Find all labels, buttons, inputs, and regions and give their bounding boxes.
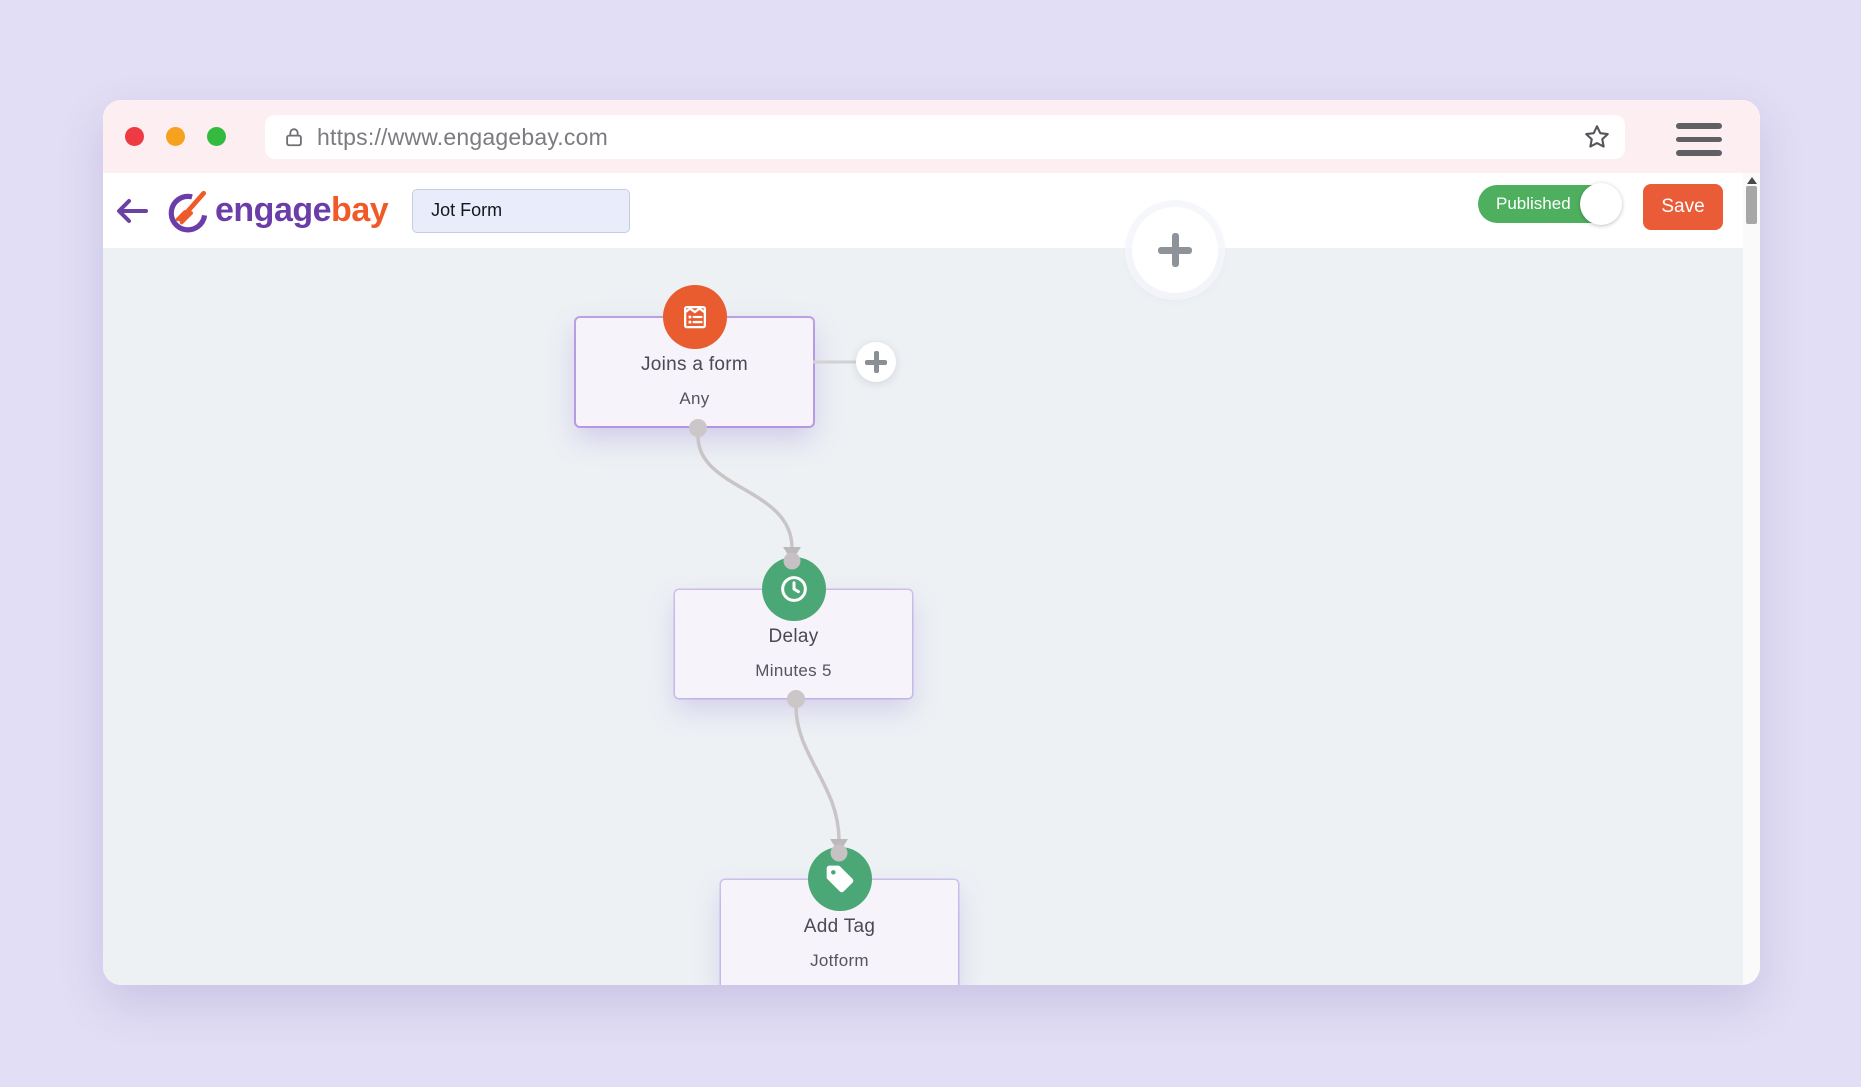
workflow-node-delay[interactable]: Delay Minutes 5: [675, 557, 912, 698]
page-scrollbar[interactable]: [1743, 173, 1760, 985]
workflow-canvas[interactable]: Joins a form Any Delay Minutes 5: [103, 248, 1743, 985]
form-icon: [662, 285, 727, 349]
workflow-node-joins-a-form[interactable]: Joins a form Any: [576, 285, 813, 426]
close-window-button[interactable]: [125, 127, 144, 146]
engagebay-logo: engagebay: [165, 188, 389, 234]
scrollbar-thumb[interactable]: [1746, 186, 1757, 224]
save-button[interactable]: Save: [1643, 184, 1723, 230]
maximize-window-button[interactable]: [207, 127, 226, 146]
scrollbar-up-arrow-icon[interactable]: [1746, 177, 1757, 184]
workflow-node-add-tag[interactable]: Add Tag Jotform: [721, 847, 958, 985]
node-title: Joins a form: [640, 354, 749, 375]
workflow-name-input[interactable]: [412, 188, 631, 233]
address-bar[interactable]: https://www.engagebay.com: [265, 115, 1625, 159]
url-text: https://www.engagebay.com: [317, 123, 608, 150]
app-header: engagebay Published Save: [103, 173, 1760, 248]
add-node-plus-button[interactable]: [1132, 207, 1218, 293]
minimize-window-button[interactable]: [166, 127, 185, 146]
back-arrow-button[interactable]: [113, 194, 151, 228]
node-subtitle: Minutes 5: [755, 661, 832, 680]
published-toggle-label: Published: [1496, 194, 1571, 213]
bookmark-star-icon[interactable]: [1583, 123, 1611, 151]
engagebay-logo-icon: [165, 188, 211, 234]
browser-chrome-bar: https://www.engagebay.com: [103, 100, 1760, 173]
toggle-knob: [1580, 183, 1622, 225]
engagebay-logo-text: engagebay: [215, 191, 389, 229]
window-controls: [125, 127, 226, 146]
node-title: Delay: [768, 626, 819, 647]
lock-icon: [283, 125, 305, 149]
node-title: Add Tag: [803, 916, 876, 937]
browser-window: https://www.engagebay.com: [103, 100, 1760, 985]
published-toggle[interactable]: Published: [1478, 183, 1622, 225]
add-step-plus-button[interactable]: [856, 342, 896, 382]
node-subtitle: Jotform: [810, 951, 869, 970]
clock-icon: [761, 557, 826, 621]
tag-icon: [807, 847, 872, 911]
workflow-connectors: [689, 360, 856, 862]
node-subtitle: Any: [679, 389, 710, 408]
browser-menu-icon[interactable]: [1676, 123, 1722, 156]
